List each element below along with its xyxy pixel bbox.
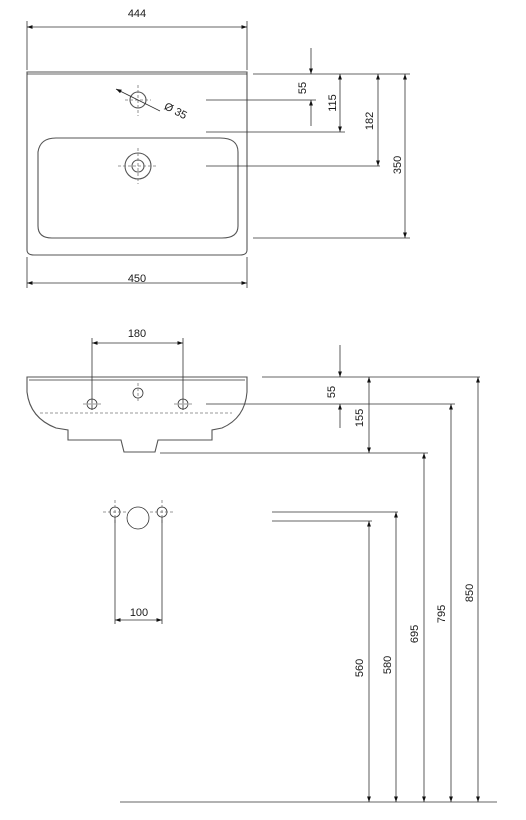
dim-height-850: 850 [464,584,476,602]
dim-rim-to-tap: 55 [326,386,338,398]
dim-height-560: 560 [354,659,366,677]
dim-height-795: 795 [436,605,448,623]
front-view: 180 55 155 100 560 580 695 795 850 [26,328,497,803]
dim-height-695: 695 [409,625,421,643]
dim-width-bottom: 450 [128,273,146,285]
dim-trap-spacing: 100 [130,607,148,619]
basin-front-outline [26,376,248,453]
dim-tap-diameter: Ø 35 [162,101,189,123]
dim-depth: 350 [392,156,404,174]
dim-tap-spacing: 180 [128,328,146,340]
dim-basin-height: 155 [354,409,366,427]
dim-drain-offset: 182 [364,112,376,130]
top-view: 444 450 55 115 182 350 Ø 35 [26,8,410,288]
dim-width-top: 444 [128,8,146,20]
basin-top-outline [26,71,248,256]
dim-height-580: 580 [382,656,394,674]
bowl-outline [37,137,239,239]
trap-assembly [103,500,174,624]
dim-tap-offset: 55 [297,82,309,94]
dim-overflow-offset: 115 [327,94,339,112]
